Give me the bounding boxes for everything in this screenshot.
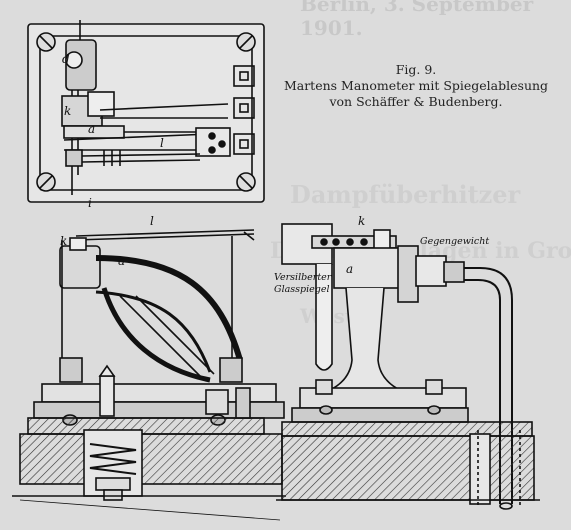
label-side-l: l [150,214,154,228]
bleed-through-1: Dampfüberhitzer [290,180,521,209]
front-view [276,223,540,510]
label-gegengewicht: Gegengewicht [420,236,490,247]
top-view [27,20,265,203]
label-top-i: i [88,196,92,210]
label-spiegel-1: Versilberter [274,272,332,283]
figure-number: Fig. 9. [395,62,437,77]
caption-line-2: von Schäffer & Budenberg. [329,94,503,109]
label-front-k: k [358,214,366,228]
side-view [12,229,286,521]
label-side-k: k [60,234,68,248]
label-front-a: a [346,262,354,276]
label-top-k: k [64,104,72,118]
caption-line-1: Martens Manometer mit Spiegelablesung [283,78,549,93]
label-top-l: l [160,136,164,150]
figure-caption: Fig. 9. Martens Manometer mit Spiegelabl… [268,62,564,110]
page-header: Berlin, 3. September 1901. [0,0,571,40]
label-top-d: d [62,52,70,66]
label-side-a: a [118,254,126,268]
label-spiegel-2: Glasspiegel [274,284,330,295]
label-top-a: a [88,122,96,136]
header-date: Berlin, 3. September 1901. [300,0,534,40]
